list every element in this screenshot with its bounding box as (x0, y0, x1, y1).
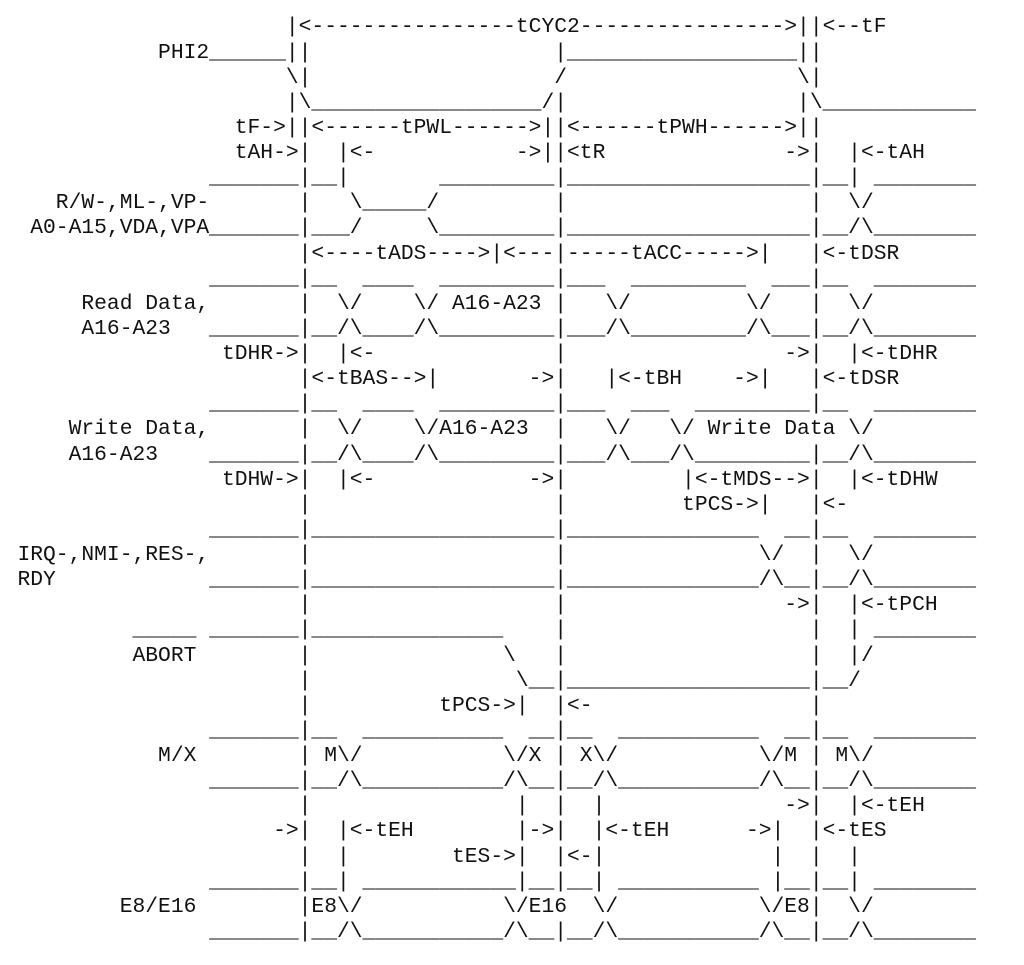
timing-line-e8-label: E8/E16 |E8\/ \/E16 \/ \/E8| \/ (4, 894, 874, 919)
timing-line-teh-tes: ->| |<-tEH |->| |<-tEH ->| |<-tES (4, 819, 887, 844)
timing-line-write-a16-label: A16-A23 _______|__/\____/\_________|___/… (4, 442, 976, 467)
timing-line-phi2-edge: \| / \| (4, 65, 823, 90)
timing-line-abort-low: | \__|___________________|__/ (4, 668, 861, 693)
timing-line-irq-top: _______|___________________|____________… (4, 517, 976, 542)
timing-line-tcyc2: |<----------------tCYC2---------------->… (4, 15, 887, 40)
timing-line-read-top: _______|__ ____ _________|___ _________ … (4, 266, 976, 291)
timing-line-irq-label: IRQ-,NMI-,RES-, | | \/ | \/ (4, 543, 874, 568)
timing-line-tpch: | | ->| |<-tPCH (4, 593, 938, 618)
timing-line-mx-top: _______|__ ___________ __|__ ___________… (4, 718, 976, 743)
timing-line-teh-right: | | | | ->| |<-tEH (4, 794, 925, 819)
timing-line-tpcs: | | tPCS->| |<- (4, 492, 849, 517)
timing-line-read-a16-label: A16-A23 _______|__/\____/\_________|___/… (4, 316, 976, 341)
timing-line-abort-top: _____ _______|_______________ | | | ____… (4, 618, 976, 643)
timing-line-phi2-low: |\__________________/| |\____________ (4, 90, 976, 115)
timing-line-abort-tpcs: | tPCS->| |<- | (4, 693, 823, 718)
timing-line-address-label: A0-A15,VDA,VPA_______|___/ \_________|__… (4, 216, 976, 241)
timing-line-tbas-tbh: |<-tBAS-->| ->| |<-tBH ->| |<-tDSR (4, 367, 900, 392)
timing-line-e8-top: _______|__| ____________|__|__| ________… (4, 869, 976, 894)
timing-line-rw-label: R/W-,ML-,VP- | \_____/ | | \/ (4, 191, 874, 216)
timing-line-write-top: _______|__ ____ _________|___ ___ ______… (4, 392, 976, 417)
timing-line-read-data-label: Read Data, | \/ \/ A16-A23 | \/ \/ | \/ (4, 291, 874, 316)
timing-line-tads-tacc: |<----tADS---->|<---|-----tACC----->| |<… (4, 241, 900, 266)
timing-line-abort-label: ABORT | \ | | |/ (4, 643, 874, 668)
timing-line-tdhw-tmds: tDHW->| |<- ->| |<-tMDS-->| |<-tDHW (4, 467, 938, 492)
timing-line-tpwl-tpwh: tF->||<------tPWL------>||<------tPWH---… (4, 115, 823, 140)
timing-line-rw-top: _______|__| _________|__________________… (4, 166, 976, 191)
timing-line-mx-bottom: _______|__/\___________/\__|__/\________… (4, 769, 976, 794)
timing-diagram: |<----------------tCYC2---------------->… (4, 15, 976, 944)
timing-line-tes: | | tES->| |<-| | | | (4, 844, 861, 869)
timing-line-mx-label: M/X | M\/ \/X | X\/ \/M | M\/ (4, 744, 874, 769)
timing-line-e8-bottom: _______|__/\___________/\__|__/\________… (4, 919, 976, 944)
timing-line-rdy-label: RDY _______|___________________|________… (4, 568, 976, 593)
timing-line-write-data-label: Write Data, | \/ \/A16-A23 | \/ \/ Write… (4, 417, 874, 442)
timing-line-tah: tAH->| |<- ->||<tR ->| |<-tAH (4, 141, 925, 166)
timing-line-phi2-label: PHI2______|| |__________________|| (4, 40, 823, 65)
timing-line-tdhr: tDHR->| |<- | ->| |<-tDHR (4, 342, 938, 367)
